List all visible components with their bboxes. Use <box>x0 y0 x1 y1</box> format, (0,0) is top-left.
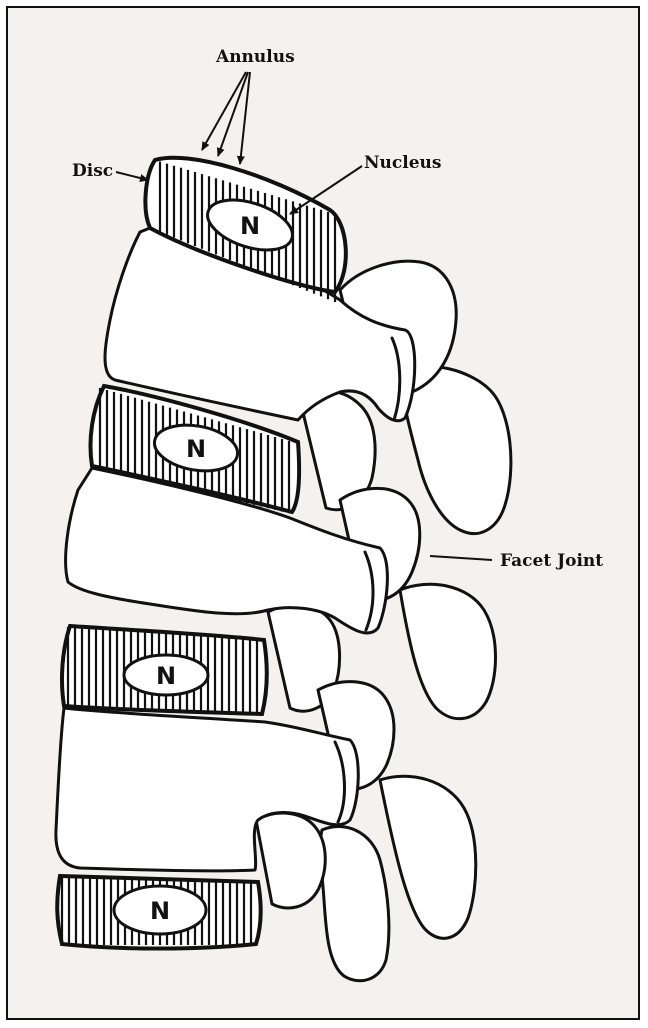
label-annulus: Annulus <box>215 47 295 67</box>
label-annulus-group: Annulus <box>202 47 295 164</box>
label-facet-joint-group: Facet Joint <box>430 551 603 571</box>
disc-3: N <box>62 626 267 715</box>
label-disc: Disc <box>72 161 113 181</box>
nucleus-letter-1: N <box>240 212 260 240</box>
label-facet-joint: Facet Joint <box>500 551 603 571</box>
label-disc-group: Disc <box>72 161 148 181</box>
disc-4: N <box>57 876 261 949</box>
nucleus-letter-2: N <box>186 435 206 463</box>
label-nucleus: Nucleus <box>364 153 441 173</box>
nucleus-letter-4: N <box>150 897 170 925</box>
nucleus-letter-3: N <box>156 662 176 690</box>
